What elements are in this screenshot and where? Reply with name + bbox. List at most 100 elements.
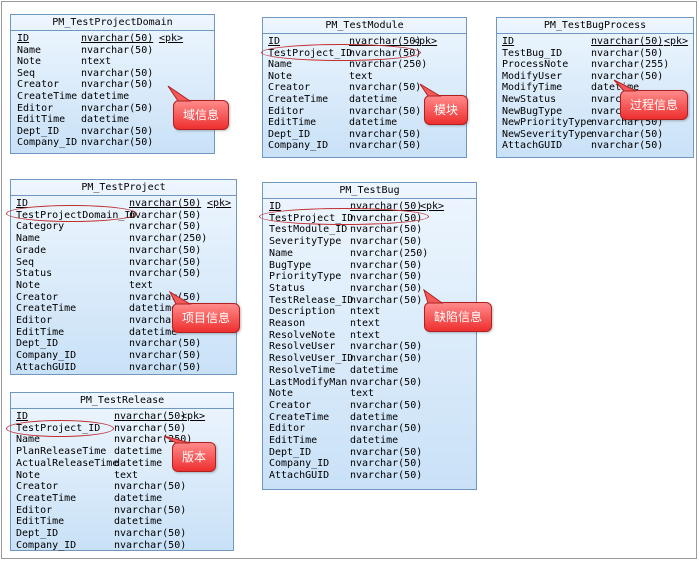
callout-module: 模块 <box>424 95 469 125</box>
column-type: nvarchar(50) <box>114 504 187 516</box>
column-type: nvarchar(50) <box>129 361 202 373</box>
column-type: nvarchar(50) <box>591 117 664 129</box>
callout-project-info: 项目信息 <box>172 303 241 333</box>
column-type: nvarchar(50) <box>350 446 423 458</box>
column-type: nvarchar(250) <box>349 59 428 71</box>
column-type: ntext <box>81 56 112 68</box>
callout-bug-info: 缺陷信息 <box>424 302 493 332</box>
column-type: nvarchar(50) <box>591 47 664 59</box>
highlight-module-testproject-id <box>261 44 421 61</box>
column-type: nvarchar(50) <box>350 458 423 470</box>
column-name: ID <box>269 201 282 212</box>
column-name: Name <box>16 434 41 446</box>
column-key: <pk> <box>664 36 689 47</box>
column-name: CreateTime <box>268 94 329 105</box>
column-name: ID <box>17 33 30 44</box>
column-name: AttachGUID <box>502 140 563 152</box>
highlight-release-testproject-id <box>6 420 114 437</box>
column-type: datetime <box>129 326 178 338</box>
column-type: datetime <box>114 446 163 458</box>
column-key: <pk> <box>207 198 232 209</box>
